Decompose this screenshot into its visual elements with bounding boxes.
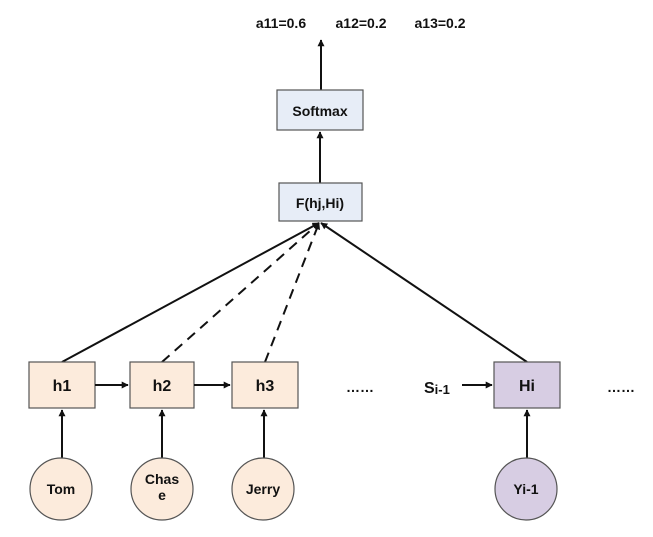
decoder-state-main: S: [424, 380, 435, 397]
attention-line-h1: [61, 222, 320, 363]
input-node-chase: Chas e: [130, 457, 194, 521]
attention-line-hi: [320, 222, 528, 363]
input-node-tom: Tom: [29, 457, 93, 521]
input-node-yi1: Yi-1: [494, 457, 558, 521]
decoder-state-subscript: i-1: [435, 382, 450, 397]
input-node-jerry: Jerry: [231, 457, 295, 521]
weight-a13-label: a13=0.2: [415, 15, 466, 31]
input-label-tom: Tom: [47, 481, 76, 497]
weight-a11-label: a11=0.6: [256, 15, 306, 31]
encoder-label-h3: h3: [256, 378, 275, 395]
decoder-state-label: Si-1: [424, 380, 450, 397]
input-label-chase-line2: e: [158, 487, 166, 503]
softmax-node: Softmax: [276, 89, 364, 131]
decoder-node-hi: Hi: [493, 361, 561, 409]
input-label-chase-line1: Chas: [145, 471, 179, 487]
ellipsis-right: ……: [607, 379, 635, 395]
encoder-node-h1: h1: [28, 361, 96, 409]
decoder-label-hi: Hi: [519, 378, 535, 395]
encoder-label-h1: h1: [53, 378, 72, 395]
attention-line-h3: [264, 222, 320, 363]
input-label-jerry: Jerry: [246, 481, 280, 497]
encoder-node-h2: h2: [129, 361, 195, 409]
encoder-label-h2: h2: [153, 378, 172, 395]
score-function-node: F(hj,Hi): [278, 182, 363, 222]
attention-line-h2: [161, 222, 320, 363]
input-label-yi1: Yi-1: [513, 481, 538, 497]
encoder-node-h3: h3: [231, 361, 299, 409]
weight-a12-label: a12=0.2: [336, 15, 387, 31]
ellipsis-middle: ……: [346, 379, 374, 395]
softmax-label: Softmax: [292, 103, 347, 119]
score-function-label: F(hj,Hi): [296, 195, 344, 211]
